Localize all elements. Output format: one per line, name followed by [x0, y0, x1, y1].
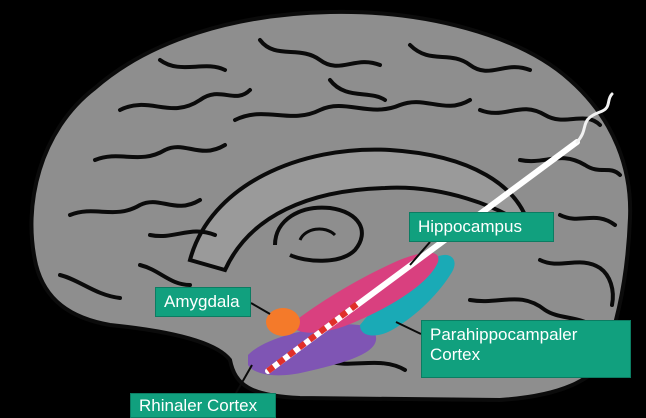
amygdala-label: Amygdala [155, 287, 251, 317]
hippocampus-label: Hippocampus [409, 212, 554, 242]
parahippocampal-cortex-label: Parahippocampaler Cortex [421, 320, 631, 378]
rhinal-cortex-label: Rhinaler Cortex [130, 393, 276, 418]
amygdala-region [266, 308, 300, 336]
